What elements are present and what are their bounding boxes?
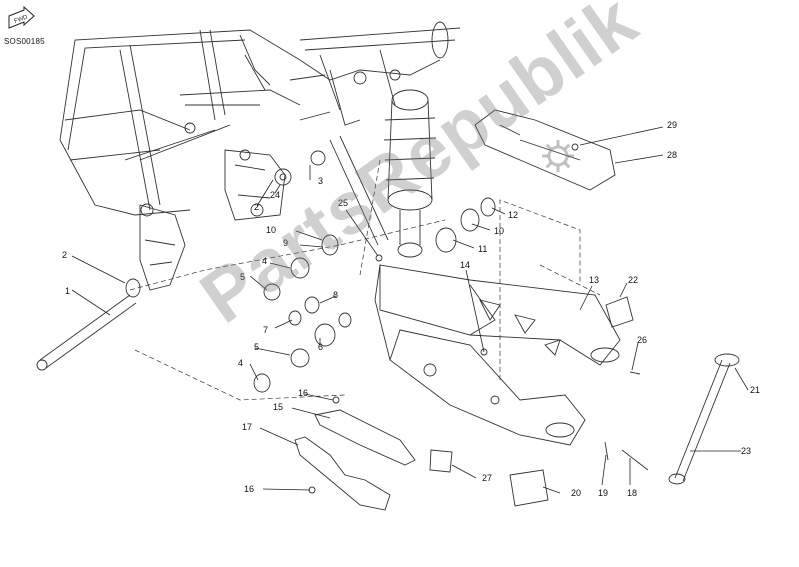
pad-27 <box>429 449 453 473</box>
part-number-label: 19 <box>598 488 608 498</box>
chain-slider <box>314 409 416 466</box>
part-number-label: 7 <box>263 325 268 335</box>
part-number-label: 26 <box>637 335 647 345</box>
forward-arrow-icon: FWD <box>8 6 35 29</box>
part-number-label: 15 <box>273 402 283 412</box>
lower-slider <box>294 436 391 511</box>
part-number-label: 13 <box>589 275 599 285</box>
part-number-label: 10 <box>266 225 276 235</box>
part-number-label: 2 <box>254 202 259 212</box>
part-number-label: 27 <box>482 473 492 483</box>
part-number-label: 22 <box>628 275 638 285</box>
pad-22 <box>605 296 634 328</box>
part-number-label: 21 <box>750 385 760 395</box>
gear-watermark-icon <box>542 140 574 172</box>
part-number-label: 24 <box>270 190 280 200</box>
part-number-label: 18 <box>627 488 637 498</box>
part-number-label: 12 <box>508 210 518 220</box>
part-number-label: 10 <box>494 226 504 236</box>
part-number-label: 5 <box>240 272 245 282</box>
diagram-code: SOS00185 <box>4 37 45 46</box>
part-number-label: 3 <box>318 176 323 186</box>
tie-rod <box>329 135 389 246</box>
part-number-label: 14 <box>460 260 470 270</box>
block-20 <box>509 469 549 507</box>
part-number-label: 28 <box>667 150 677 160</box>
part-number-label: 4 <box>262 256 267 266</box>
part-number-label: 4 <box>238 358 243 368</box>
swingarm <box>374 264 621 446</box>
fwd-label: FWD <box>14 14 30 25</box>
small-bolts <box>604 371 649 471</box>
frame <box>59 21 461 291</box>
bushings <box>253 197 496 393</box>
leader-lines <box>71 126 749 494</box>
part-number-label: 23 <box>741 446 751 456</box>
part-number-label: 1 <box>65 286 70 296</box>
rear-axle <box>674 359 731 482</box>
part-number-label: 11 <box>478 244 487 254</box>
part-number-label: 6 <box>318 342 323 352</box>
chain-guard <box>474 109 616 191</box>
part-number-label: 2 <box>62 250 67 260</box>
part-number-label: 25 <box>338 198 348 208</box>
part-number-label: 17 <box>242 422 252 432</box>
part-number-label: 9 <box>283 238 288 248</box>
shock-absorber <box>383 89 437 258</box>
part-number-label: 5 <box>254 342 259 352</box>
part-number-label: 20 <box>571 488 581 498</box>
part-number-label: 8 <box>333 290 338 300</box>
part-number-label: 29 <box>667 120 677 130</box>
dashed-guides <box>129 159 601 401</box>
part-number-label: 16 <box>298 388 308 398</box>
pivot-shaft <box>39 294 137 369</box>
part-number-label: 16 <box>244 484 254 494</box>
